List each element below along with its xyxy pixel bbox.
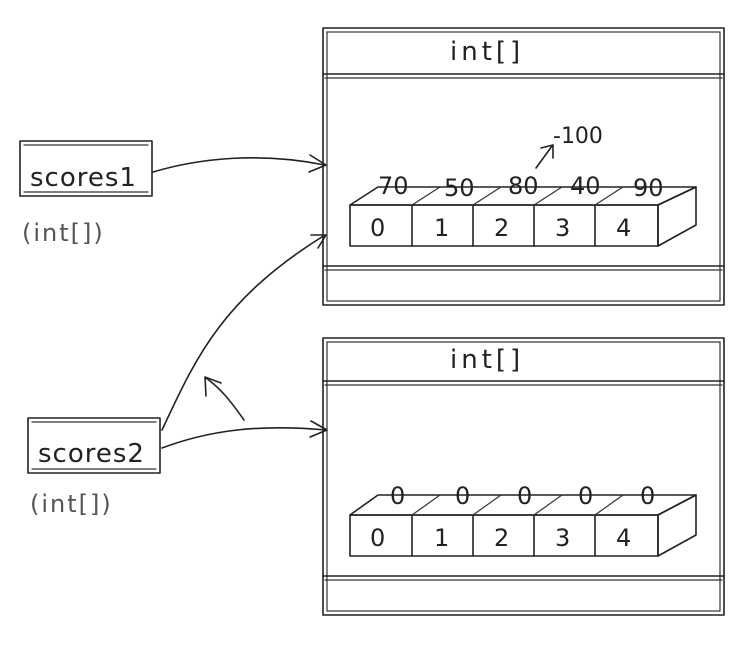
variable-type-scores1: (int[])	[22, 219, 105, 247]
array2-index-4: 4	[616, 524, 631, 552]
array2-index-3: 3	[555, 524, 570, 552]
variable-type-scores2: (int[])	[30, 490, 113, 518]
variable-label-scores1: scores1	[30, 163, 137, 193]
array1-value-3: 40	[570, 172, 601, 200]
variable-label-scores2: scores2	[38, 439, 145, 469]
reassign-arrow	[205, 377, 245, 421]
arrow-scores2-to-array2	[161, 426, 327, 449]
arrow-scores2-to-array1	[161, 234, 326, 431]
variable-box-scores1	[19, 140, 153, 197]
array2-index-2: 2	[494, 524, 509, 552]
array2-value-4: 0	[640, 482, 655, 510]
array-object-2: int[] 0 1 2 3 4 0 0 0 0 0	[322, 337, 725, 616]
array1-value-2: 80	[508, 172, 539, 200]
array1-value-1: 50	[444, 174, 475, 202]
array2-index-0: 0	[370, 524, 385, 552]
array1-index-3: 3	[555, 214, 570, 242]
array2-value-1: 0	[455, 482, 470, 510]
arrowhead-icon	[310, 234, 327, 249]
array1-index-0: 0	[370, 214, 385, 242]
arrow-scores1-to-array1	[152, 157, 326, 173]
arrowhead-icon	[204, 376, 222, 397]
variable-scores1[interactable]: scores1	[19, 140, 153, 197]
array1-annotation: -100	[553, 124, 603, 149]
array-object-1: int[] 0 1 2 3 4 70	[322, 27, 725, 306]
array2-value-2: 0	[517, 482, 532, 510]
array1-index-4: 4	[616, 214, 631, 242]
array1-value-0: 70	[378, 172, 409, 200]
variable-scores2[interactable]: scores2	[27, 417, 161, 474]
array1-index-1: 1	[434, 214, 449, 242]
array-cells-1	[349, 186, 697, 247]
array-header-1: int[]	[450, 37, 524, 67]
array1-value-4: 90	[633, 174, 664, 202]
array2-value-3: 0	[578, 482, 593, 510]
array-cells-2	[349, 494, 697, 557]
array2-value-0: 0	[390, 482, 405, 510]
arrowhead-icon	[540, 144, 554, 159]
array2-index-1: 1	[434, 524, 449, 552]
arrowhead-icon	[308, 154, 327, 173]
variable-box-scores2	[27, 417, 161, 474]
array-header-2: int[]	[450, 345, 524, 375]
change-arrow	[535, 145, 553, 169]
reference-arrows	[152, 154, 328, 449]
array1-index-2: 2	[494, 214, 509, 242]
